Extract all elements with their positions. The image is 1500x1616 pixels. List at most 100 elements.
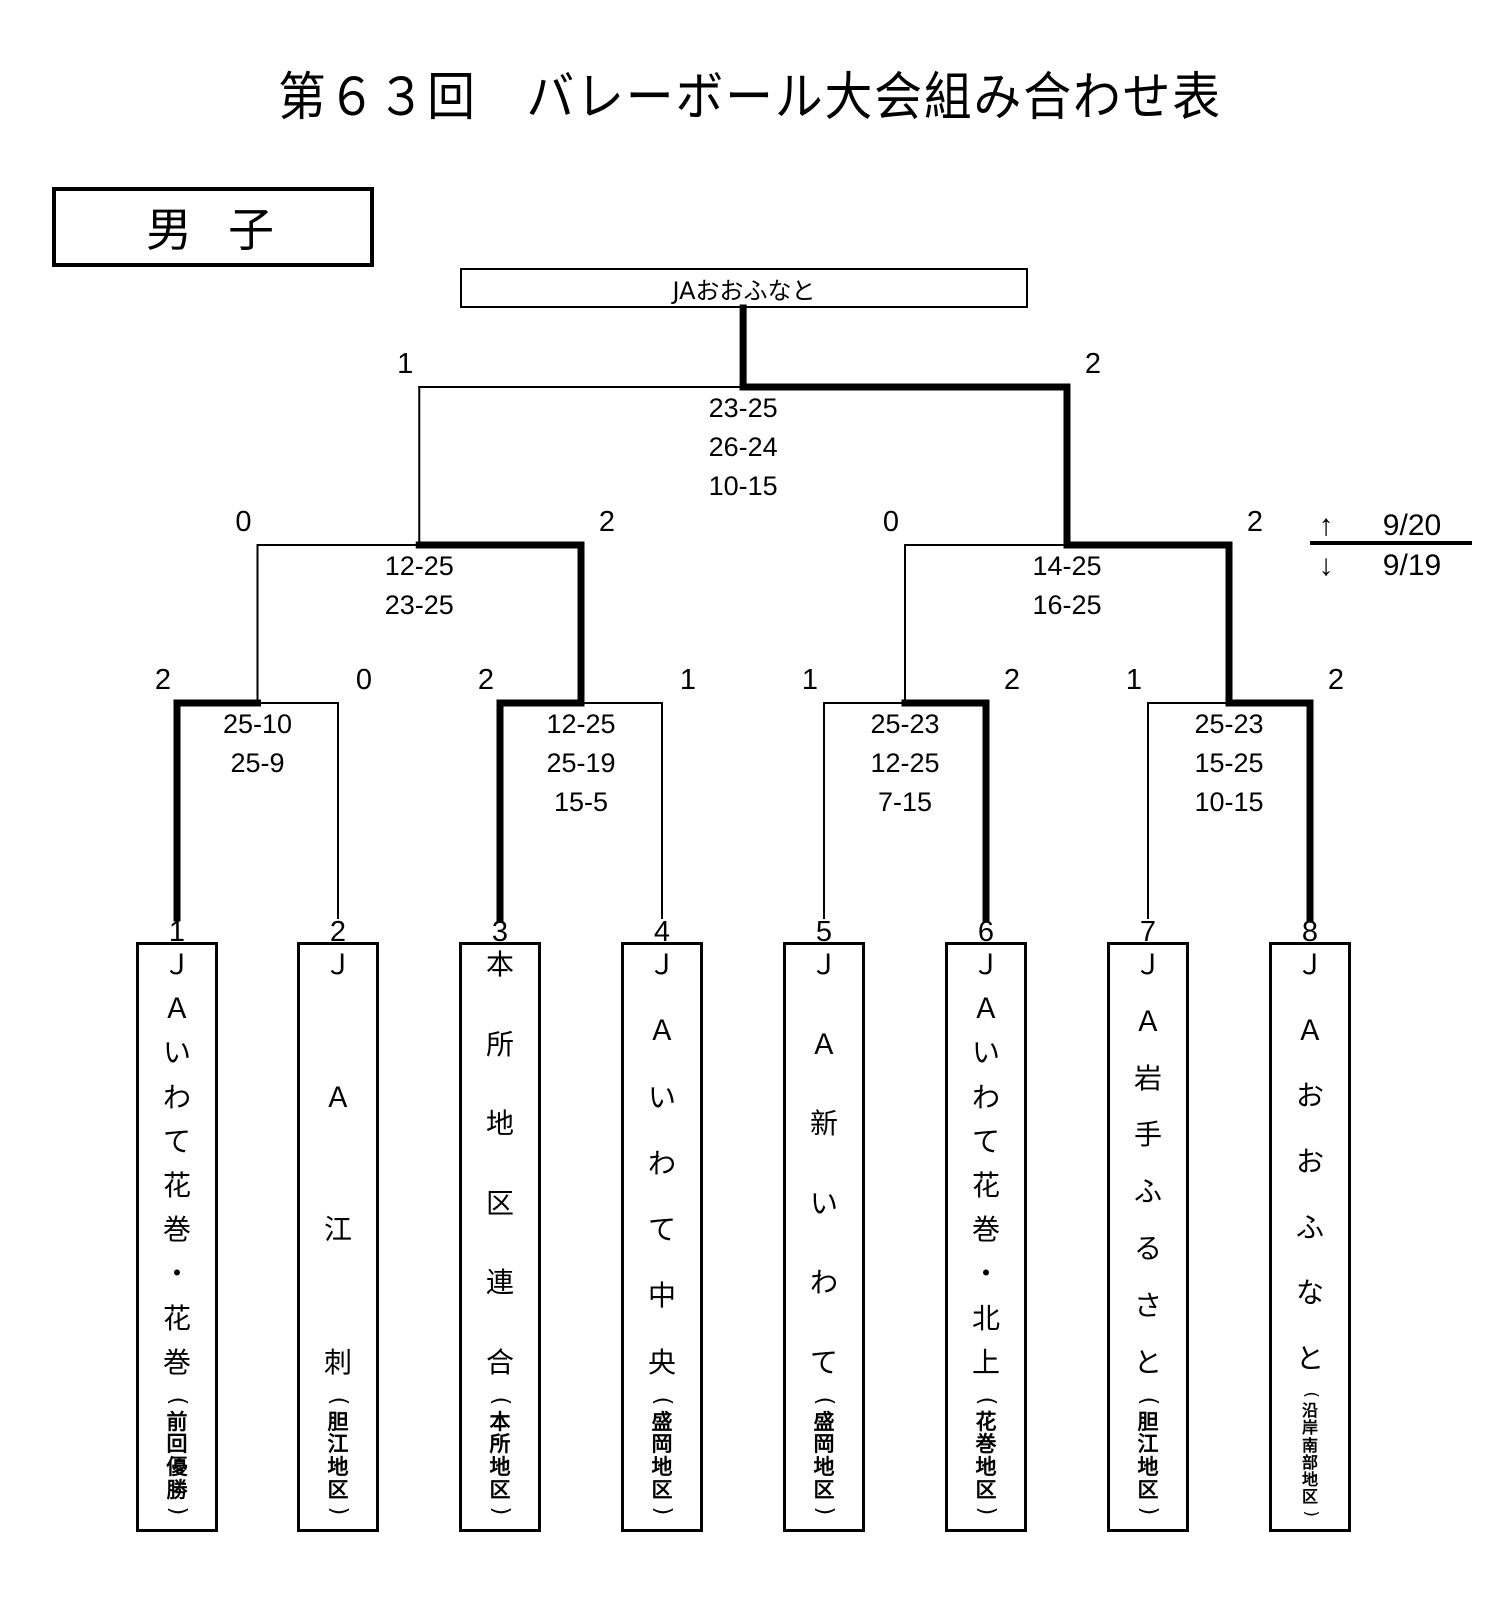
team-region-char: 岡 [813,1432,835,1457]
team-box-3: 本所地区連合(本所地区) [459,942,541,1532]
team-region-char: 区 [975,1477,997,1502]
team-name-char: Ａ [1133,1004,1162,1038]
close-paren: ) [811,1506,837,1516]
team-name-char: Ａ [162,992,191,1026]
team-name-char: Ｊ [809,948,838,981]
team-name-char: て [647,1213,676,1247]
team-name-char: 巻 [971,1213,1000,1247]
team-region-char: 胆 [327,1409,349,1434]
team-region-char: 勝 [166,1477,188,1502]
team-name-char: わ [647,1146,676,1180]
close-paren: ) [164,1506,190,1516]
team-region-char: 胆 [1137,1409,1159,1434]
team-name-char: Ａ [323,1080,352,1114]
set-score-final-1: 23-25 [709,393,778,423]
team-region-char: 南 [1301,1435,1318,1455]
set-score-r1m3-3: 7-15 [878,787,932,817]
team-region-char: 江 [327,1432,349,1457]
team-name-char: と [1133,1345,1162,1379]
close-paren: ) [1135,1506,1161,1516]
team-region-char: 岡 [651,1432,673,1457]
team-region-char: 優 [166,1454,188,1479]
team-region-char: 区 [1301,1487,1318,1507]
team-name-char: お [1295,1144,1324,1178]
team-region-char: 本 [489,1409,511,1434]
team-region: (前回優勝) [164,1377,190,1529]
open-paren: ( [811,1396,837,1405]
team-region: (胆江地区) [326,1377,351,1529]
set-score-r1m4-2: 15-25 [1194,748,1263,778]
seed-number-3: 3 [492,916,508,948]
team-name-char: ・ [971,1257,1000,1291]
team-region-char: 花 [975,1409,997,1434]
team-region-char: 盛 [651,1409,673,1434]
set-score-r1m2-1: 12-25 [546,709,615,739]
team-region-char: 区 [651,1477,673,1502]
open-paren: ( [1300,1391,1321,1398]
team-name-char: 江 [323,1213,352,1247]
team-region-char: 区 [327,1477,349,1502]
team-name-char: 本 [485,948,514,981]
sets-won-r1m4-right: 2 [1328,664,1344,696]
sets-won-r1m3-right: 2 [1004,664,1020,696]
set-score-final-3: 10-15 [709,471,778,501]
team-name-char: Ｊ [1133,948,1162,981]
team-name-char: 地 [485,1107,514,1141]
seed-number-7: 7 [1140,916,1156,948]
team-region: (沿岸南部地区) [1300,1373,1321,1529]
team-region-char: 地 [651,1454,673,1479]
team-name-char: る [1133,1232,1162,1266]
team-name-char: ふ [1295,1210,1324,1244]
set-score-r1m2-3: 15-5 [554,787,608,817]
set-score-sf2-1: 14-25 [1032,551,1101,581]
set-score-sf1-1: 12-25 [385,551,454,581]
team-name-char: 巻 [162,1345,191,1379]
team-region-char: 所 [489,1432,511,1457]
seed-number-8: 8 [1302,916,1318,948]
team-region-char: 地 [1137,1454,1159,1479]
team-name-char: 合 [485,1345,514,1379]
team-name-char: て [162,1124,191,1158]
team-region-char: 地 [327,1454,349,1479]
sets-won-final-right: 2 [1085,348,1101,380]
team-region-char: 盛 [813,1409,835,1434]
team-region: (花巻地区) [973,1377,999,1529]
set-score-r1m4-3: 10-15 [1194,787,1263,817]
close-paren: ) [973,1506,999,1516]
team-name-char: て [971,1124,1000,1158]
team-name-char: 花 [162,1301,191,1335]
team-region: (本所地区) [487,1377,513,1529]
team-name-char: わ [809,1266,838,1300]
set-score-r1m4-1: 25-23 [1194,709,1263,739]
team-name-char: 連 [485,1266,514,1300]
sets-won-r1m1-left: 2 [155,664,171,696]
team-name-char: Ａ [971,992,1000,1026]
team-region-char: 江 [1137,1432,1159,1457]
set-score-sf1-2: 23-25 [385,590,454,620]
team-region-char: 前 [166,1409,188,1434]
sets-won-r1m2-right: 1 [680,664,696,696]
team-region-char: 巻 [975,1432,997,1457]
team-name-char: 区 [485,1186,514,1220]
team-region: (盛岡地区) [649,1377,675,1529]
team-name-char: 中 [647,1279,676,1313]
close-paren: ) [487,1506,513,1516]
close-paren: ) [649,1506,675,1516]
team-region-char: 回 [166,1432,188,1457]
team-name-char: ・ [162,1257,191,1291]
team-name-char: て [809,1345,838,1379]
page-title: 第６３回 バレーボール大会組み合わせ表 [278,68,1222,128]
team-name: 本所地区連合 [462,945,538,1377]
sets-won-sf2-right: 2 [1247,506,1263,538]
team-region-char: 区 [1137,1477,1159,1502]
team-name-char: Ｊ [323,948,352,981]
